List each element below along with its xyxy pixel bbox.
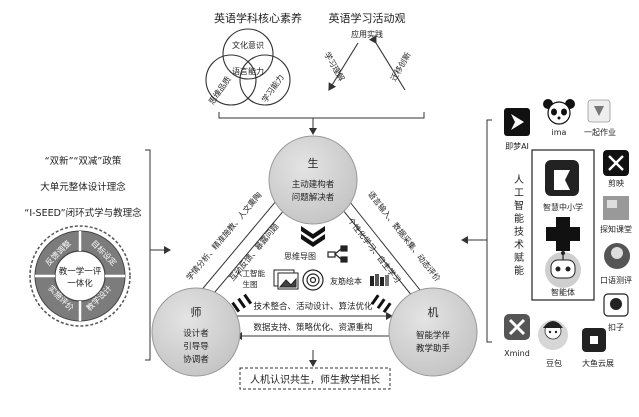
svg-text:人: 人 — [514, 174, 524, 186]
kouyu-face — [611, 247, 623, 259]
unit-design-line: 大单元整体设计理念 — [40, 181, 126, 193]
jimeng-ai-label: 即梦AI — [505, 142, 529, 151]
jianying-label: 剪映 — [608, 178, 624, 188]
literacy-thinking: 思维品质 — [206, 74, 233, 106]
iseed-line: “I-SEED”闭环式学与教理念 — [24, 207, 142, 219]
books-icon — [370, 274, 389, 286]
ima-label: ima — [552, 128, 567, 137]
teacher-role-1: 设计者 — [183, 328, 209, 339]
image-gallery-icon — [273, 269, 299, 290]
activity-triangle — [328, 35, 406, 91]
bottom-slogan: 人机认识共生，师生教学相长 — [250, 373, 380, 386]
jimeng-ai-glyph — [511, 114, 524, 130]
teacher-title: 师 — [191, 306, 202, 319]
yiqi-zuoye-label: 一起作业 — [584, 127, 616, 137]
robot-agent-icon[interactable] — [545, 251, 581, 288]
bottom-box — [239, 367, 391, 390]
machine-role-2: 教学助手 — [416, 343, 451, 354]
svg-text:智: 智 — [514, 199, 524, 212]
mindmap-icon — [327, 245, 348, 263]
right-connector — [461, 119, 492, 343]
dayu-glyph — [590, 336, 598, 344]
agent-label: 智能体 — [551, 287, 575, 297]
activity-apex: 应用实践 — [351, 29, 383, 39]
machine-role-1: 智能学伴 — [416, 330, 451, 341]
tanzhi-ketang-label: 探知课堂 — [600, 224, 632, 234]
teacher-role-3: 协调者 — [183, 354, 209, 365]
mindmap-label: 思维导图 — [284, 251, 316, 261]
student-role-1: 主动建构者 — [292, 179, 335, 190]
cycle-ring — [29, 225, 131, 327]
xmind-glyph — [508, 318, 526, 336]
doubao-avatar-icon[interactable] — [538, 320, 568, 350]
smart-school-glyph — [554, 170, 570, 190]
student-role-2: 问题解决者 — [292, 192, 335, 203]
activity-view-title: 英语学习活动观 — [329, 11, 406, 25]
student-title: 生 — [308, 156, 319, 170]
edge-tm-upper: 技术整合、活动设计、算法优化 — [253, 301, 373, 312]
core-literacy-title: 英语学科核心素养 — [214, 11, 302, 25]
svg-text:赋: 赋 — [514, 252, 524, 264]
student-node — [268, 135, 358, 225]
ima-panda-icon[interactable] — [543, 99, 575, 125]
machine-node — [388, 287, 478, 377]
tanzhi-glyph — [607, 200, 617, 208]
stripe-decoration-left — [231, 293, 253, 313]
kouzi-glyph — [610, 298, 622, 310]
stripe-decoration-right — [370, 294, 392, 314]
edge-tm-lower: 数据支持、策略优化、资源重构 — [253, 322, 372, 333]
literacy-culture: 文化意识 — [232, 40, 264, 50]
ai-empower-vertical-label: 人 工 智 能 技 术 赋 能 — [514, 174, 524, 277]
left-connector — [145, 149, 171, 361]
ai-image-label-1: 人工智能 — [235, 268, 265, 278]
activity-right-side: 迁移创新 — [388, 50, 413, 83]
svg-text:能: 能 — [514, 264, 524, 277]
literacy-learning: 学习能力 — [259, 72, 286, 104]
ai-image-label-2: 生图 — [243, 279, 258, 289]
machine-title: 机 — [428, 305, 439, 319]
core-literacy-venn — [205, 28, 291, 106]
xmind-label: Xmind — [504, 349, 530, 358]
smart-school-label: 智慧中小学 — [543, 202, 583, 212]
top-connector — [218, 112, 425, 135]
svg-text:术: 术 — [514, 239, 524, 251]
teacher-role-2: 引导导 — [183, 342, 209, 352]
picture-book-label: 友筋绘本 — [330, 276, 362, 286]
dayu-yunzhan-label: 大鱼云展 — [582, 358, 614, 368]
jianying-glyph — [608, 155, 624, 171]
svg-text:工: 工 — [514, 188, 524, 199]
svg-text:技: 技 — [514, 225, 524, 238]
teacher-node — [151, 287, 241, 377]
kouyu-ceping-label: 口语测评 — [600, 275, 632, 285]
doubao-label: 豆包 — [546, 358, 562, 368]
svg-text:能: 能 — [514, 212, 524, 225]
literacy-language: 语言能力 — [232, 66, 264, 76]
chevron-down-icon — [301, 226, 325, 247]
plus-icon — [546, 217, 580, 251]
cycle-center-1: 教一学一评 — [59, 266, 102, 277]
policy-line: “双新”“双减”政策 — [45, 155, 122, 167]
yiqi-glyph — [594, 106, 604, 116]
kouzi-label: 扣子 — [608, 322, 624, 332]
cycle-center-2: 一体化 — [67, 278, 93, 289]
spiral-icon — [302, 269, 324, 291]
